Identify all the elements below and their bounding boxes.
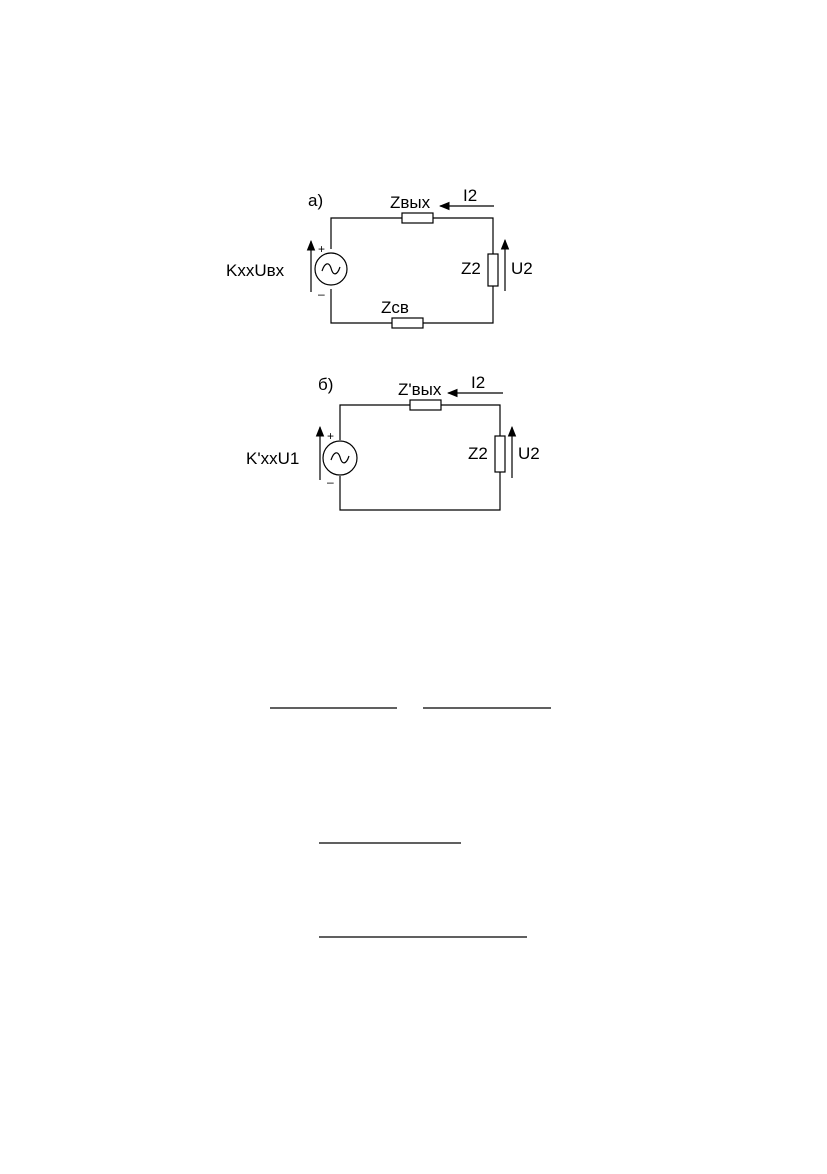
circuit-a-caption: а) — [308, 191, 323, 210]
circuit-a-bottom-impedance-label: Zсв — [381, 298, 409, 317]
circuit-b-minus-sign: – — [327, 475, 334, 489]
circuit-b-voltage-label: U2 — [518, 444, 540, 463]
circuit-b-plus-sign: + — [327, 429, 334, 443]
circuit-b: б) Z'вых I2 Z2 U2 + – K'xxU1 — [246, 373, 540, 511]
circuit-a-voltage-label: U2 — [511, 259, 533, 278]
circuit-a: а) Zвых I2 Z2 U2 Zсв + – KxxUвх — [226, 186, 533, 329]
circuit-b-load-resistor — [494, 435, 506, 473]
formula-fraction-bars — [270, 707, 551, 938]
circuit-a-ac-source-icon — [314, 252, 348, 286]
circuit-b-ac-source-icon — [322, 440, 358, 476]
circuit-a-wires — [330, 217, 494, 324]
circuit-b-wires — [339, 404, 501, 511]
circuit-a-bottom-impedance — [391, 317, 424, 329]
circuit-a-source-label: KxxUвх — [226, 261, 285, 280]
circuit-a-load-resistor — [487, 253, 499, 287]
circuit-a-top-impedance-label: Zвых — [390, 193, 431, 212]
circuit-b-caption: б) — [318, 375, 333, 394]
circuit-b-source-label: K'xxU1 — [246, 449, 299, 468]
circuit-a-load-label: Z2 — [461, 259, 481, 278]
circuit-b-current-label: I2 — [471, 373, 485, 392]
circuit-b-top-impedance-label: Z'вых — [398, 380, 442, 399]
circuit-a-top-impedance — [401, 212, 434, 224]
circuit-b-load-label: Z2 — [468, 444, 488, 463]
circuit-b-top-impedance — [409, 399, 442, 411]
circuit-a-current-label: I2 — [463, 186, 477, 205]
circuit-a-plus-sign: + — [318, 242, 325, 256]
circuit-a-minus-sign: – — [318, 287, 325, 301]
